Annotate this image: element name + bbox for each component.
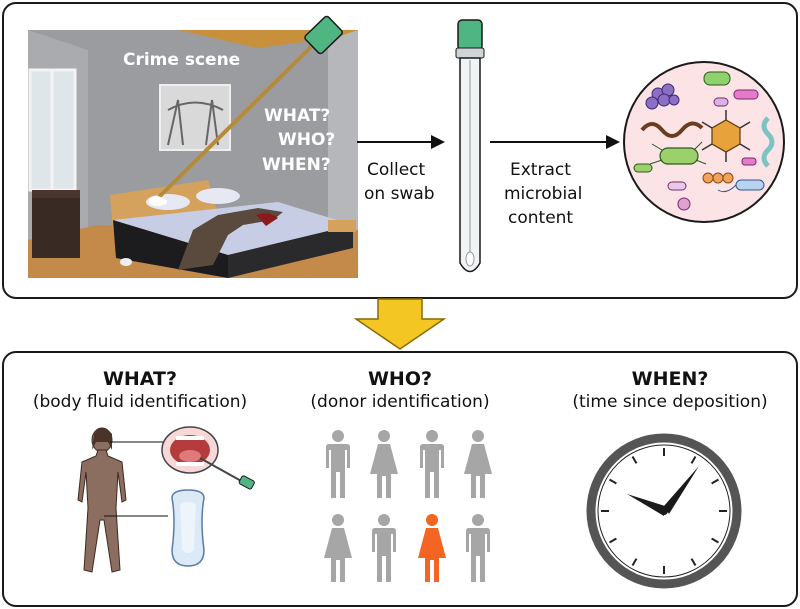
step2-line1: Extract xyxy=(510,160,571,180)
clock-icon xyxy=(586,433,742,589)
swab-tube-icon xyxy=(455,19,485,273)
step2-line2: microbial xyxy=(504,184,583,204)
microbial-content-image xyxy=(623,61,785,223)
step1-line2: on swab xyxy=(364,184,435,204)
question-what: WHAT? xyxy=(264,106,331,126)
who-title: WHO? xyxy=(367,368,433,390)
body-fluid-illustration xyxy=(77,426,255,573)
arrow-1 xyxy=(357,135,445,149)
down-arrow-icon xyxy=(353,298,447,350)
who-subtitle: (donor identification) xyxy=(310,392,490,412)
scene-swab-icon xyxy=(149,15,343,204)
question-when: WHEN? xyxy=(262,155,331,175)
what-subtitle: (body fluid identification) xyxy=(32,392,248,412)
step2-line3: content xyxy=(508,208,574,228)
what-title: WHAT? xyxy=(102,368,178,390)
person-icon xyxy=(324,430,492,582)
arrow-2 xyxy=(490,135,620,149)
crime-scene-image xyxy=(28,30,358,278)
donor-people-illustration xyxy=(324,430,492,582)
step1-line1: Collect xyxy=(367,160,426,180)
question-who: WHO? xyxy=(278,130,336,150)
scene-title: Crime scene xyxy=(123,50,241,70)
highlighted-person-icon xyxy=(418,514,446,582)
when-subtitle: (time since deposition) xyxy=(572,392,768,412)
when-title: WHEN? xyxy=(631,368,709,390)
